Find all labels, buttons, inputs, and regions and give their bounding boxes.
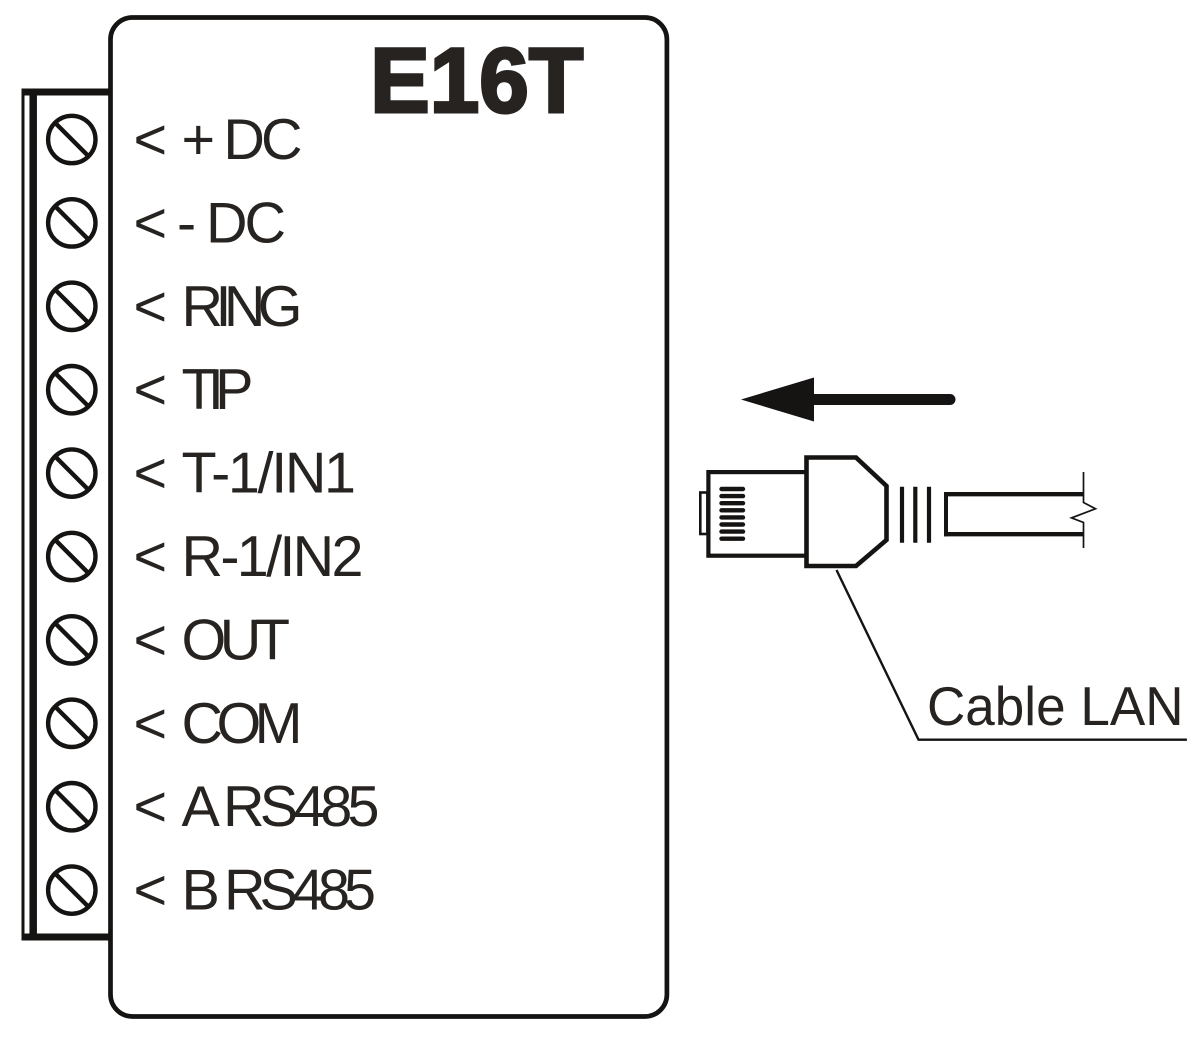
- svg-text:Cable LAN: Cable LAN: [927, 675, 1184, 737]
- svg-text:E16T: E16T: [370, 30, 583, 132]
- svg-text:<: <: [134, 775, 168, 839]
- svg-text:<: <: [134, 692, 168, 756]
- svg-text:<: <: [134, 108, 168, 172]
- svg-text:RING: RING: [182, 275, 303, 339]
- svg-text:<: <: [134, 859, 168, 923]
- svg-text:<: <: [134, 608, 168, 672]
- svg-text:TIP: TIP: [182, 358, 254, 422]
- svg-text:<: <: [134, 358, 168, 422]
- svg-text:<: <: [134, 442, 168, 506]
- svg-text:COM: COM: [182, 692, 303, 756]
- svg-text:+ DC: + DC: [182, 108, 303, 172]
- svg-text:<: <: [134, 191, 168, 255]
- svg-text:B RS485: B RS485: [182, 859, 377, 923]
- svg-text:<: <: [134, 525, 168, 589]
- svg-text:R-1/IN2: R-1/IN2: [182, 525, 364, 589]
- svg-text:OUT: OUT: [182, 608, 291, 672]
- svg-text:<: <: [134, 275, 168, 339]
- svg-text:A RS485: A RS485: [182, 775, 380, 839]
- svg-text:- DC: - DC: [177, 191, 286, 255]
- svg-text:T-1/IN1: T-1/IN1: [182, 442, 357, 506]
